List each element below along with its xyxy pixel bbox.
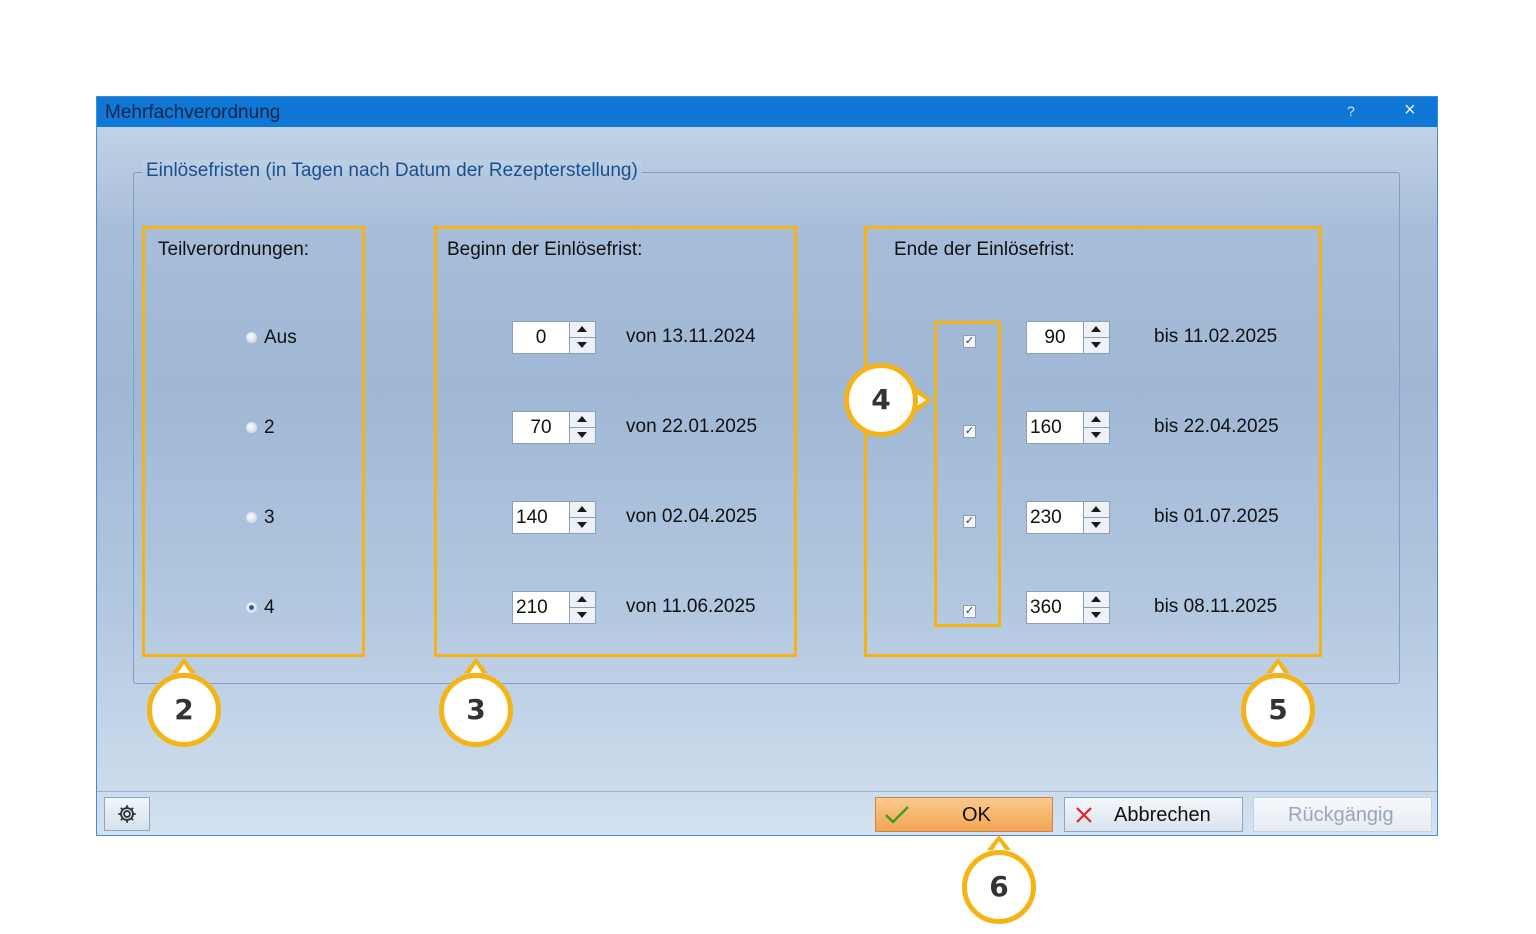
beginn-stepper-1[interactable] xyxy=(512,321,596,354)
callout-pointer-4 xyxy=(917,388,932,412)
gear-icon xyxy=(118,805,136,823)
spin-down-arrow-icon[interactable] xyxy=(570,608,595,623)
callout-pointer-5 xyxy=(1266,658,1290,673)
highlight-box-ende xyxy=(864,226,1322,657)
radio-label-aus: Aus xyxy=(264,327,297,348)
spin-up-arrow-icon[interactable] xyxy=(1084,322,1109,338)
spin-up-arrow-icon[interactable] xyxy=(570,322,595,338)
ende-checkbox-2[interactable]: ✓ xyxy=(963,425,976,438)
callout-pointer-6 xyxy=(987,835,1011,850)
ende-date-4: bis 08.11.2025 xyxy=(1154,596,1278,617)
undo-button: Rückgängig xyxy=(1253,797,1432,832)
beginn-spin-buttons-4 xyxy=(569,591,596,624)
radio-label-4: 4 xyxy=(264,597,275,618)
spin-down-arrow-icon[interactable] xyxy=(570,518,595,533)
highlight-box-checkboxes xyxy=(934,321,1001,627)
beginn-input-1[interactable] xyxy=(512,321,570,354)
ende-checkbox-3[interactable]: ✓ xyxy=(963,515,976,528)
close-button[interactable]: × xyxy=(1404,99,1416,121)
ende-input-2[interactable] xyxy=(1026,411,1084,444)
check-icon xyxy=(885,806,909,824)
ende-checkbox-1[interactable]: ✓ xyxy=(963,335,976,348)
ende-checkbox-4[interactable]: ✓ xyxy=(963,605,976,618)
spin-up-arrow-icon[interactable] xyxy=(1084,412,1109,428)
ende-spin-buttons-4 xyxy=(1083,591,1110,624)
beginn-input-2[interactable] xyxy=(512,411,570,444)
beginn-stepper-3[interactable] xyxy=(512,501,596,534)
ende-spin-buttons-1 xyxy=(1083,321,1110,354)
ende-date-1: bis 11.02.2025 xyxy=(1154,326,1278,347)
callout-pointer-2 xyxy=(172,658,196,673)
beginn-stepper-2[interactable] xyxy=(512,411,596,444)
radio-2[interactable] xyxy=(246,422,257,433)
ende-spin-buttons-2 xyxy=(1083,411,1110,444)
cancel-label: Abbrechen xyxy=(1114,804,1211,826)
beginn-input-3[interactable] xyxy=(512,501,570,534)
ende-spin-buttons-3 xyxy=(1083,501,1110,534)
callout-2: 2 xyxy=(147,673,221,747)
callout-6: 6 xyxy=(962,850,1036,924)
radio-4[interactable] xyxy=(246,602,257,613)
window-title: Mehrfachverordnung xyxy=(105,102,281,123)
settings-button[interactable] xyxy=(104,797,150,831)
ende-input-3[interactable] xyxy=(1026,501,1084,534)
highlight-box-beginn xyxy=(434,226,797,657)
radio-aus[interactable] xyxy=(246,332,257,343)
beginn-date-4: von 11.06.2025 xyxy=(626,596,756,617)
spin-down-arrow-icon[interactable] xyxy=(1084,608,1109,623)
spin-up-arrow-icon[interactable] xyxy=(1084,502,1109,518)
ende-date-3: bis 01.07.2025 xyxy=(1154,506,1279,527)
ok-label: OK xyxy=(962,804,991,826)
undo-label: Rückgängig xyxy=(1288,804,1394,826)
title-bar: Mehrfachverordnung ? × xyxy=(97,97,1437,127)
beginn-date-2: von 22.01.2025 xyxy=(626,416,758,437)
radio-label-2: 2 xyxy=(264,417,275,438)
beginn-stepper-4[interactable] xyxy=(512,591,596,624)
spin-down-arrow-icon[interactable] xyxy=(570,338,595,353)
beginn-heading: Beginn der Einlösefrist: xyxy=(447,239,643,260)
beginn-date-3: von 02.04.2025 xyxy=(626,506,758,527)
highlight-box-teilverordnungen xyxy=(142,226,365,657)
spin-up-arrow-icon[interactable] xyxy=(570,412,595,428)
callout-3: 3 xyxy=(439,673,513,747)
callout-4: 4 xyxy=(844,363,918,437)
callout-pointer-3 xyxy=(464,658,488,673)
spin-up-arrow-icon[interactable] xyxy=(570,592,595,608)
teilverordnungen-heading: Teilverordnungen: xyxy=(158,239,310,260)
beginn-date-1: von 13.11.2024 xyxy=(626,326,756,347)
ok-button[interactable]: OK xyxy=(875,797,1053,832)
spin-down-arrow-icon[interactable] xyxy=(1084,518,1109,533)
spin-down-arrow-icon[interactable] xyxy=(1084,428,1109,443)
spin-up-arrow-icon[interactable] xyxy=(1084,592,1109,608)
group-legend: Einlösefristen (in Tagen nach Datum der … xyxy=(142,160,642,182)
ende-date-2: bis 22.04.2025 xyxy=(1154,416,1279,437)
ende-stepper-2[interactable] xyxy=(1026,411,1110,444)
spin-down-arrow-icon[interactable] xyxy=(570,428,595,443)
einloesefristen-group: Einlösefristen (in Tagen nach Datum der … xyxy=(133,160,1400,684)
cancel-button[interactable]: Abbrechen xyxy=(1064,797,1243,832)
ende-input-4[interactable] xyxy=(1026,591,1084,624)
dialog-window: Mehrfachverordnung ? × Einlösefristen (i… xyxy=(96,96,1438,836)
footer-divider xyxy=(97,791,1437,792)
ende-heading: Ende der Einlösefrist: xyxy=(894,239,1075,260)
radio-label-3: 3 xyxy=(264,507,275,528)
help-button[interactable]: ? xyxy=(1347,103,1355,119)
ende-stepper-3[interactable] xyxy=(1026,501,1110,534)
beginn-spin-buttons-1 xyxy=(569,321,596,354)
beginn-spin-buttons-3 xyxy=(569,501,596,534)
ende-stepper-4[interactable] xyxy=(1026,591,1110,624)
beginn-spin-buttons-2 xyxy=(569,411,596,444)
ende-stepper-1[interactable] xyxy=(1026,321,1110,354)
radio-3[interactable] xyxy=(246,512,257,523)
spin-up-arrow-icon[interactable] xyxy=(570,502,595,518)
spin-down-arrow-icon[interactable] xyxy=(1084,338,1109,353)
ende-input-1[interactable] xyxy=(1026,321,1084,354)
x-icon xyxy=(1076,807,1092,823)
callout-5: 5 xyxy=(1241,673,1315,747)
